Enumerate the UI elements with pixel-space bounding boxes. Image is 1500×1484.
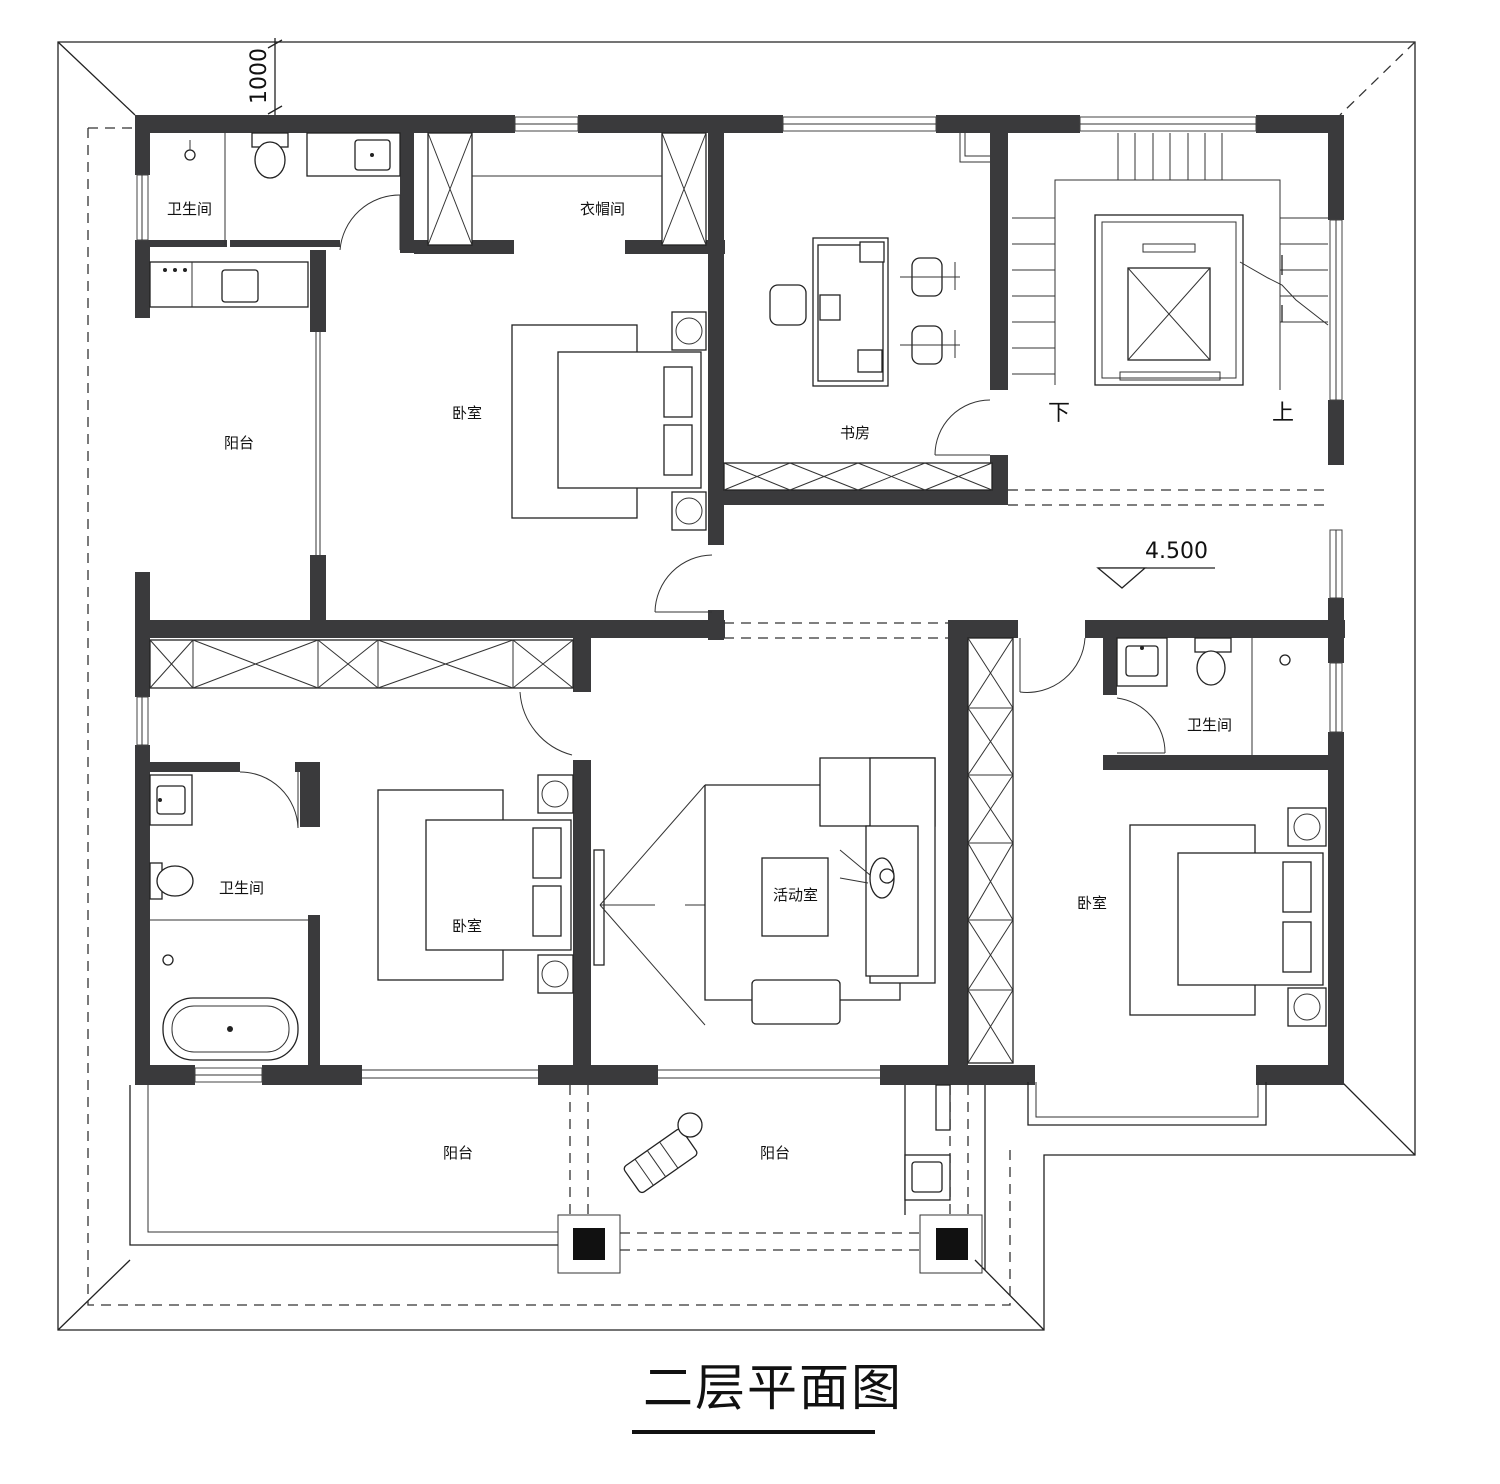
study-furniture [723,133,993,491]
room-label-activity: 活动室 [773,886,818,904]
bath-se-fixtures [1116,637,1291,755]
roof-outline [57,41,1416,1331]
bath-nw-fixtures [184,132,401,251]
west-balcony-fixtures [149,261,309,308]
room-label-bedroom-se: 卧室 [1077,894,1107,912]
elevation-marker: 4.500 [1096,539,1215,589]
room-label-wardrobe: 衣帽间 [580,200,625,218]
windows [136,116,1343,1126]
drawing-title-block: 二层平面图 [632,1359,903,1434]
room-label-bath-se: 卫生间 [1187,716,1232,734]
room-label-bedroom-sw: 卧室 [452,917,482,935]
se-bed [1129,807,1327,1027]
drawing-title: 二层平面图 [643,1359,903,1417]
room-label-study: 书房 [840,424,870,442]
room-label-balcony-south-right: 阳台 [760,1144,790,1162]
room-labels: 卫生间 衣帽间 卧室 阳台 书房 卫生间 卧室 活动室 卫生间 卧室 阳台 阳台 [167,200,1232,1162]
room-label-balcony-south-left: 阳台 [443,1144,473,1162]
balcony-fixtures [623,1084,951,1201]
walls [135,115,1345,1085]
dimension-1000: 1000 [247,38,283,118]
sw-bed [377,691,574,994]
activity-furniture [593,757,936,1026]
closet-column [967,637,1086,1064]
stair-down-label: 下 [1048,401,1070,426]
room-label-bath-sw: 卫生间 [219,879,264,897]
stair-elevator: 下 上 [1012,133,1329,426]
room-label-balcony-west: 阳台 [224,434,254,452]
wardrobe-fixtures [427,132,707,246]
closet-row [149,639,574,689]
dimension-label: 1000 [247,48,272,104]
master-bed [511,311,713,613]
bath-sw-fixtures [149,771,308,1061]
room-label-bedroom-master: 卧室 [452,404,482,422]
stair-up-label: 上 [1272,401,1294,426]
elevation-label: 4.500 [1145,539,1208,564]
south-balcony [129,1085,986,1274]
room-label-bath-nw: 卫生间 [167,200,212,218]
